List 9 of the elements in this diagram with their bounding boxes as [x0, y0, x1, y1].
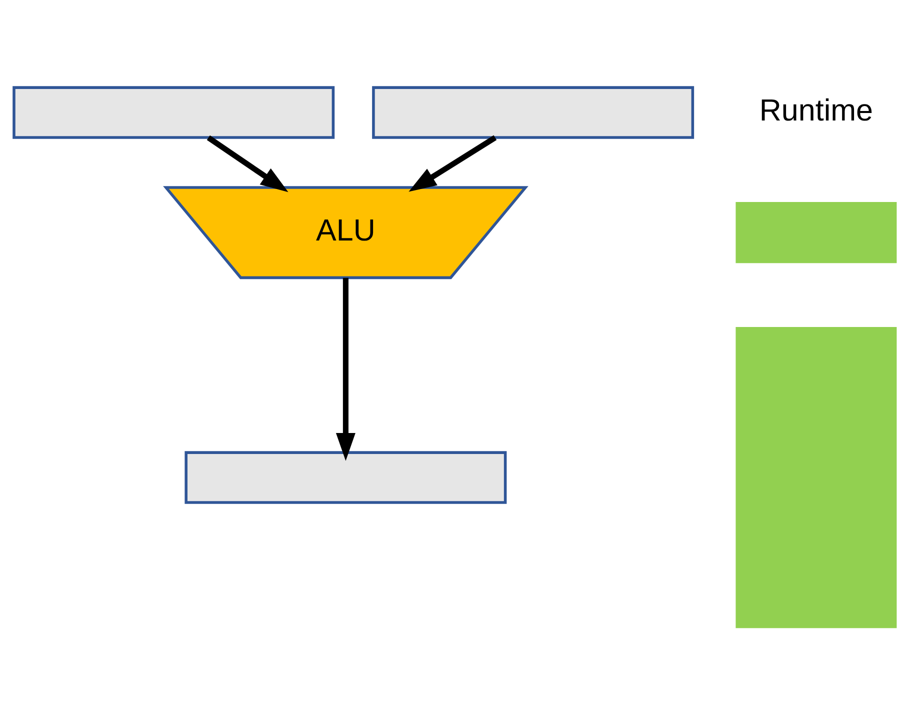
node-box: [372, 86, 694, 139]
arrow: [336, 278, 356, 461]
node-box: [184, 451, 507, 504]
node-bar: [736, 202, 897, 264]
arrow: [206, 135, 288, 192]
node-box: [12, 86, 335, 139]
arrow: [408, 135, 497, 192]
label: Runtime: [759, 93, 874, 128]
node-bar: [736, 326, 897, 628]
